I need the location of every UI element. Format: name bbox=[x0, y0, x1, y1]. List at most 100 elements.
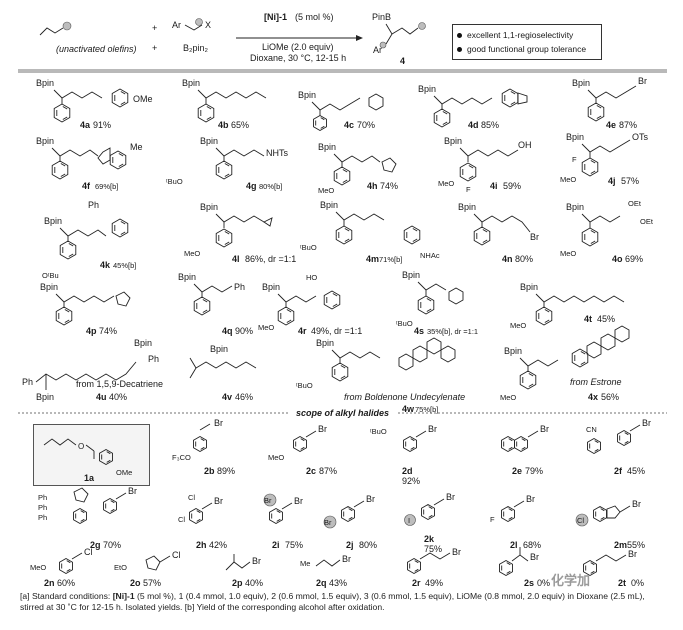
solvent-label: Dioxane, 30 °C, 12-15 h bbox=[250, 53, 346, 63]
yield-value: 75%[b] bbox=[415, 405, 438, 414]
note-label: from Boldenone Undecylenate bbox=[344, 392, 465, 402]
yield-value: 71%[b] bbox=[379, 255, 402, 264]
yield-value: 75% bbox=[285, 540, 303, 550]
compound-id: 4e bbox=[606, 120, 616, 130]
compound-id: 2q bbox=[316, 578, 327, 588]
substituent-label: Bpin bbox=[44, 216, 62, 226]
compound-id: 2i bbox=[272, 540, 280, 550]
substituent-label: MeO bbox=[30, 563, 46, 572]
bullet-icon bbox=[457, 32, 462, 38]
substituent-label: Bpin bbox=[36, 136, 54, 146]
substituent-label: Me bbox=[300, 559, 310, 568]
highlight-item: good functional group tolerance bbox=[457, 42, 597, 56]
substituent-label: Bpin bbox=[566, 132, 584, 142]
yield-value: 65% bbox=[231, 120, 249, 130]
substituent-label: Br bbox=[128, 486, 137, 496]
substituent-label: Bpin bbox=[572, 78, 590, 88]
halide-2k: I Br 2k 75% bbox=[404, 492, 455, 554]
substituent-label: MeO bbox=[184, 249, 200, 258]
compound-id: 2h bbox=[196, 540, 207, 550]
substituent-label: OEt bbox=[628, 199, 642, 208]
substituent-label: Cl bbox=[172, 550, 181, 560]
substituent-label: CN bbox=[586, 425, 597, 434]
bullet-icon bbox=[457, 46, 462, 52]
note-label: from 1,5,9-Decatriene bbox=[76, 379, 163, 389]
product-4m: Bpin ᵗBuO NHAc 4m 71%[b] bbox=[300, 200, 440, 264]
yield-value: 79% bbox=[525, 466, 543, 476]
substituent-label: MeO bbox=[438, 179, 454, 188]
section-title: scope of alkyl halides bbox=[296, 408, 389, 418]
yield-value: 35%[b], dr =1:1 bbox=[427, 327, 478, 336]
halide-2n: MeO Cl 2n 60% bbox=[30, 547, 93, 588]
base-label: LiOMe (2.0 equiv) bbox=[262, 42, 334, 52]
halide-2s: Br 2s 0% bbox=[499, 547, 550, 588]
substituent-label: Br bbox=[318, 424, 327, 434]
yield-value: 70% bbox=[357, 120, 375, 130]
product-4l: Bpin MeO 4l 86%, dr =1:1 bbox=[184, 202, 296, 264]
substituent-label: Bpin bbox=[40, 282, 58, 292]
compound-id: 4f bbox=[82, 181, 91, 191]
substituent-label: Me bbox=[130, 142, 143, 152]
highlight-item: excellent 1,1-regioselectivity bbox=[457, 28, 597, 42]
product-4p: Bpin 4p 74% bbox=[40, 282, 131, 336]
yield-value: 46% bbox=[235, 392, 253, 402]
product-4g: Bpin NHTs ᵗBuO 4g 80%[b] bbox=[166, 136, 288, 191]
substituent-label: Bpin bbox=[458, 202, 476, 212]
halide-2i: Br Br 2i 75% bbox=[263, 493, 303, 550]
halide-2c: Br MeO 2c 87% bbox=[268, 424, 337, 476]
substituent-label: F bbox=[490, 515, 495, 524]
product-4k: Ph Bpin OᵗBu 4k 45%[b] bbox=[42, 200, 136, 280]
halide-2l: F Br 2l 68% bbox=[490, 494, 541, 550]
product-4a: Bpin OMe 4a 91% bbox=[36, 78, 153, 130]
compound-id: 4t bbox=[584, 314, 592, 324]
product-4q: Bpin Ph 4q 90% bbox=[178, 272, 253, 336]
yield-value: 69% bbox=[625, 254, 643, 264]
plus-sign: + bbox=[152, 43, 157, 53]
compound-id: 4x bbox=[588, 392, 598, 402]
yield-value: 87% bbox=[319, 466, 337, 476]
halide-label: X bbox=[205, 20, 211, 30]
yield-value: 80%[b] bbox=[259, 182, 282, 191]
yield-value: 92% bbox=[402, 476, 420, 486]
substituent-label: Bpin bbox=[320, 200, 338, 210]
halide-2j: Br Br 2j 80% bbox=[323, 494, 377, 550]
substituent-label: OTs bbox=[632, 132, 649, 142]
header-reaction: (unactivated olefins) + + Ar X B₂pin₂ [N… bbox=[39, 12, 426, 66]
compound-id: 4q bbox=[222, 326, 233, 336]
substituent-label: Br bbox=[452, 547, 461, 557]
halide-2m: Cl Br 2m 55% bbox=[575, 499, 645, 550]
olefin-1a-structure: O OMe 1a bbox=[43, 438, 132, 483]
compound-id: 2b bbox=[204, 466, 215, 476]
compound-id: 2n bbox=[44, 578, 55, 588]
compound-id: 4c bbox=[344, 120, 354, 130]
substituent-label: F bbox=[572, 155, 577, 164]
compound-id: 2r bbox=[412, 578, 421, 588]
yield-value: 42% bbox=[209, 540, 227, 550]
yield-value: 90% bbox=[235, 326, 253, 336]
halide-2r: Br 2r 49% bbox=[407, 547, 461, 588]
product-4n: Bpin Br 4n 80% bbox=[458, 202, 539, 264]
substituent-label: Ph bbox=[88, 200, 99, 210]
substituent-label: Br bbox=[252, 556, 261, 566]
compound-id: 2t bbox=[618, 578, 626, 588]
compound-id: 4n bbox=[502, 254, 513, 264]
halide-2e: Br 2e 79% bbox=[501, 424, 549, 476]
substituent-label: NHTs bbox=[266, 148, 288, 158]
compound-id: 2e bbox=[512, 466, 522, 476]
substituent-label: MeO bbox=[510, 321, 526, 330]
yield-value: 43% bbox=[329, 578, 347, 588]
yield-value: 55% bbox=[627, 540, 645, 550]
yield-value: 0% bbox=[631, 578, 644, 588]
substituent-label: MeO bbox=[258, 323, 274, 332]
substituent-label: Ph bbox=[22, 377, 33, 387]
halide-2b: Br F₃CO 2b 89% bbox=[172, 418, 235, 476]
substituent-label: HO bbox=[306, 273, 317, 282]
yield-value: 45%[b] bbox=[113, 261, 136, 270]
compound-id: 4v bbox=[222, 392, 232, 402]
substituent-label: NHAc bbox=[420, 251, 440, 260]
substituent-label: EtO bbox=[114, 563, 127, 572]
substituent-label: Br bbox=[428, 424, 437, 434]
yield-value: 75% bbox=[424, 544, 442, 554]
substituent-label: OMe bbox=[133, 94, 153, 104]
